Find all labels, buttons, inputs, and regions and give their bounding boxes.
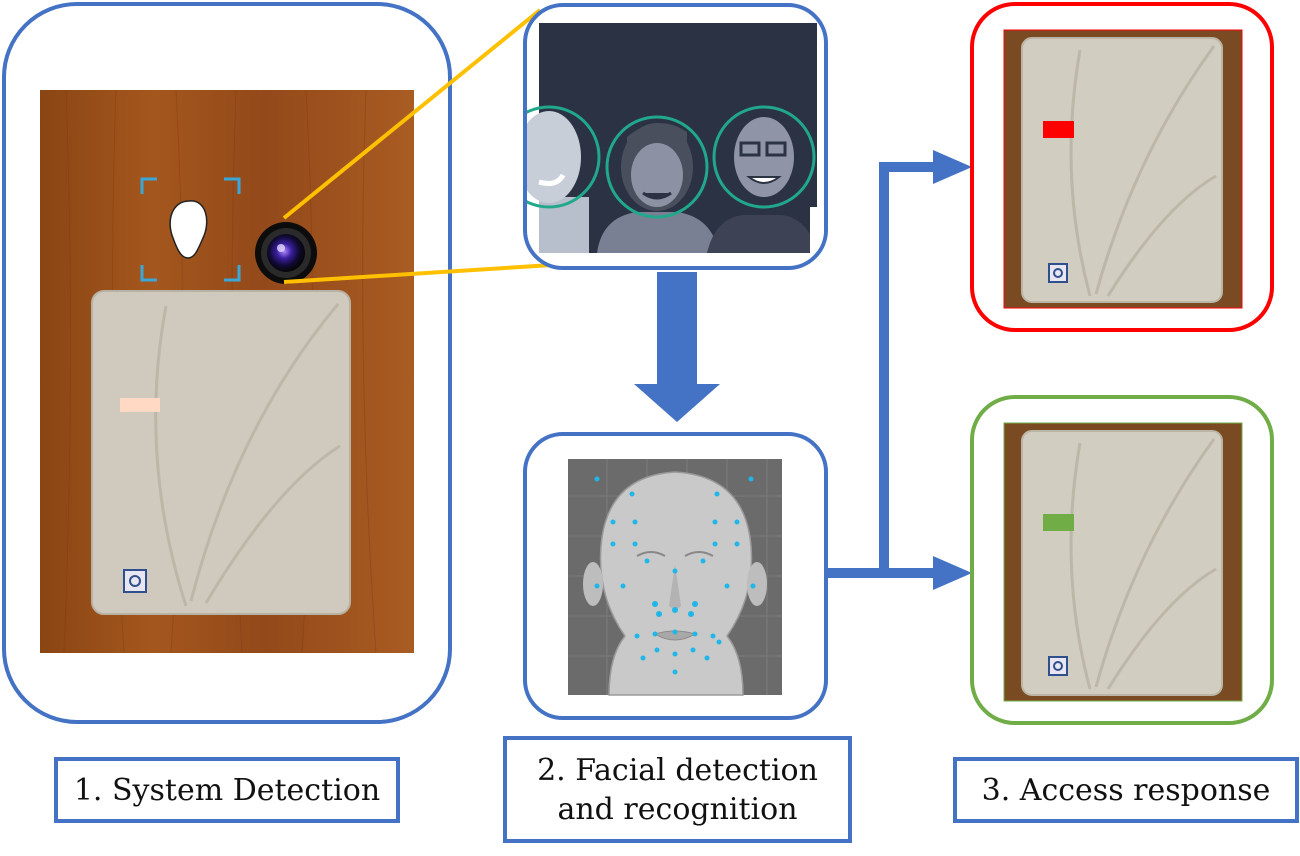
reader-denied-icon [1003, 29, 1243, 309]
arrow-stem [826, 568, 888, 578]
arrow-trunk [879, 162, 889, 578]
door-scene [40, 89, 414, 654]
card-reader-icon [91, 290, 351, 615]
camera-lens-icon [255, 222, 317, 284]
caption-access-response: 3. Access response [953, 757, 1299, 823]
system-detection-panel [2, 2, 452, 724]
caption-text: 1. System Detection [73, 772, 381, 808]
arrow-right-icon [933, 556, 972, 590]
caption-line-2: and recognition [557, 791, 798, 827]
faces-illustration [527, 23, 824, 253]
face-scan-panel [523, 432, 828, 720]
face-landmark-points [594, 476, 756, 675]
caption-system-detection: 1. System Detection [54, 757, 400, 823]
face-scan-icon [568, 459, 782, 696]
caption-facial-detection: 2. Facial detection and recognition [503, 736, 852, 843]
access-granted-panel [970, 395, 1274, 725]
access-denied-panel [970, 2, 1274, 332]
arrow-right-icon [933, 150, 972, 184]
caption-line-1: 2. Facial detection [537, 752, 818, 788]
face-left-icon [527, 105, 601, 253]
arrow-bottom-stem [879, 568, 935, 578]
led-green [1043, 514, 1074, 531]
face-middle-icon [597, 115, 719, 253]
faces-panel [523, 3, 828, 270]
reader-led [120, 398, 160, 412]
face-silhouette-icon [169, 200, 208, 259]
face-right-icon [707, 105, 817, 253]
arrow-top-stem [879, 162, 935, 172]
led-red [1043, 121, 1074, 138]
caption-text: 3. Access response [981, 772, 1271, 808]
face-detect-frame-icon [140, 177, 241, 282]
reader-granted-icon [1003, 422, 1243, 702]
